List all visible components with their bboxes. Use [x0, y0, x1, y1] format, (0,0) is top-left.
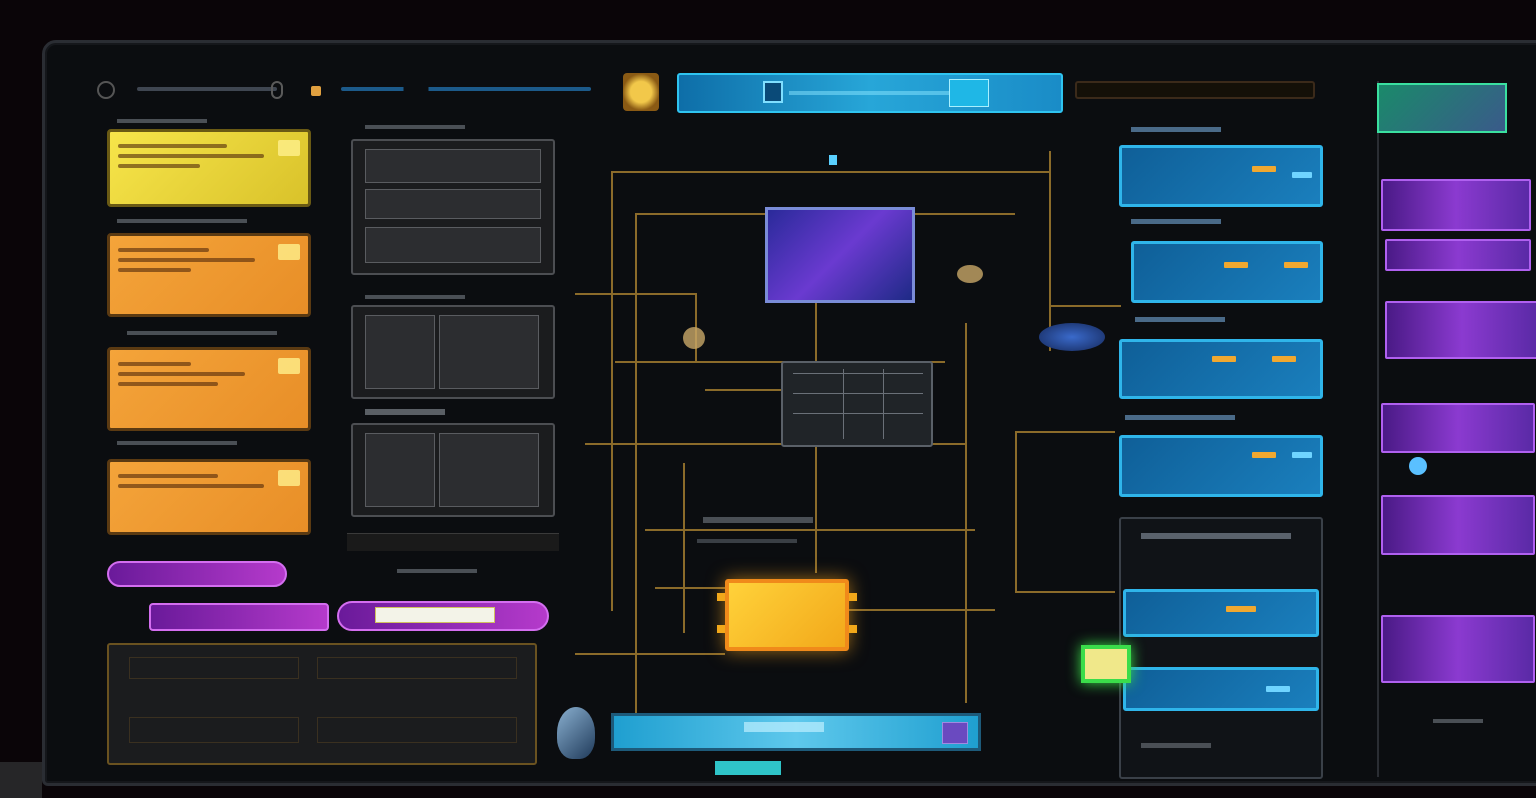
bottom-status-bar[interactable] — [611, 713, 981, 751]
left-card-3[interactable] — [107, 347, 311, 431]
panel-row-1[interactable] — [129, 657, 299, 679]
right-column-frame — [1377, 81, 1536, 777]
data-table-node[interactable] — [781, 361, 933, 447]
panel-row-2[interactable] — [317, 657, 517, 679]
blue-card-1[interactable] — [1119, 145, 1323, 207]
gear-icon[interactable] — [311, 86, 321, 96]
node-marker-top — [829, 155, 837, 165]
gray-panel-label-1 — [365, 125, 465, 129]
purple-card-4[interactable] — [1381, 403, 1535, 453]
gray-panel-1[interactable] — [351, 139, 555, 275]
bottom-left-panel — [107, 643, 537, 765]
right-column-footer — [1433, 719, 1483, 723]
home-icon[interactable] — [97, 81, 115, 99]
purple-card-5[interactable] — [1381, 495, 1535, 555]
shield-icon — [557, 707, 595, 759]
purple-card-2[interactable] — [1385, 239, 1531, 271]
junction-node[interactable] — [1039, 323, 1105, 351]
gray-panel-label-2 — [365, 295, 465, 299]
section-label-2 — [117, 219, 247, 223]
blue-card-6[interactable] — [1123, 667, 1319, 711]
gray-panel-caption — [397, 569, 477, 573]
panel-row-4[interactable] — [317, 717, 517, 743]
status-action-icon[interactable] — [942, 722, 968, 744]
right-table-panel — [1119, 517, 1323, 779]
monitor-screen — [42, 40, 1536, 786]
filter-input[interactable] — [375, 607, 495, 623]
panel-row-3[interactable] — [129, 717, 299, 743]
search-bar[interactable] — [677, 73, 1063, 113]
status-segment — [744, 722, 824, 732]
section-label-4 — [117, 441, 237, 445]
filter-pill-2[interactable] — [149, 603, 329, 631]
node-dot-1 — [957, 265, 983, 283]
blue-card-4[interactable] — [1119, 435, 1323, 497]
filter-pill-3[interactable] — [337, 601, 549, 631]
topbar-dropdown[interactable] — [1075, 81, 1315, 99]
gray-panel-3[interactable] — [351, 423, 555, 517]
node-caption-2 — [697, 539, 797, 543]
blue-card-5[interactable] — [1123, 589, 1319, 637]
topbar-nav-links — [341, 87, 591, 91]
node-caption — [703, 517, 813, 523]
blue-card-2[interactable] — [1131, 241, 1323, 303]
left-card-1[interactable] — [107, 129, 311, 207]
blue-card-label-3 — [1135, 317, 1225, 322]
blue-card-label-2 — [1131, 219, 1221, 224]
gray-panel-label-3 — [365, 409, 445, 415]
gray-panel-footer — [347, 533, 559, 551]
section-label-1 — [117, 119, 207, 123]
node-dot-2 — [683, 327, 705, 349]
search-icon — [763, 81, 783, 103]
card-status-badge — [278, 140, 300, 156]
blue-card-label-4 — [1125, 415, 1235, 420]
core-port-right-2 — [849, 625, 857, 633]
gray-panel-2[interactable] — [351, 305, 555, 399]
purple-card-6[interactable] — [1381, 615, 1535, 683]
card-status-badge — [278, 470, 300, 486]
app-logo-icon — [623, 73, 659, 111]
purple-card-3[interactable] — [1385, 301, 1536, 359]
core-port-right-1 — [849, 593, 857, 601]
left-card-4[interactable] — [107, 459, 311, 535]
right-header-card[interactable] — [1377, 83, 1507, 133]
core-processor-node[interactable] — [717, 579, 857, 651]
purple-card-1[interactable] — [1381, 179, 1531, 231]
filter-pill-1[interactable] — [107, 561, 287, 587]
card-status-badge — [278, 358, 300, 374]
card-status-badge — [278, 244, 300, 260]
monitor-stand — [0, 762, 42, 798]
topbar-breadcrumb — [137, 87, 277, 91]
hero-preview-node[interactable] — [765, 207, 915, 303]
search-input-text — [789, 91, 949, 95]
search-action-icon[interactable] — [949, 79, 989, 107]
table-footer — [1141, 743, 1211, 748]
blue-card-3[interactable] — [1119, 339, 1323, 399]
bottom-tab[interactable] — [715, 761, 781, 775]
info-dot-icon — [1409, 457, 1427, 475]
blue-card-label-1 — [1131, 127, 1221, 132]
core-port-left-1 — [717, 593, 725, 601]
core-port-left-2 — [717, 625, 725, 633]
status-led-icon — [1081, 645, 1131, 683]
user-icon[interactable] — [271, 81, 283, 99]
table-header — [1141, 533, 1291, 539]
section-label-3 — [127, 331, 277, 335]
left-card-2[interactable] — [107, 233, 311, 317]
